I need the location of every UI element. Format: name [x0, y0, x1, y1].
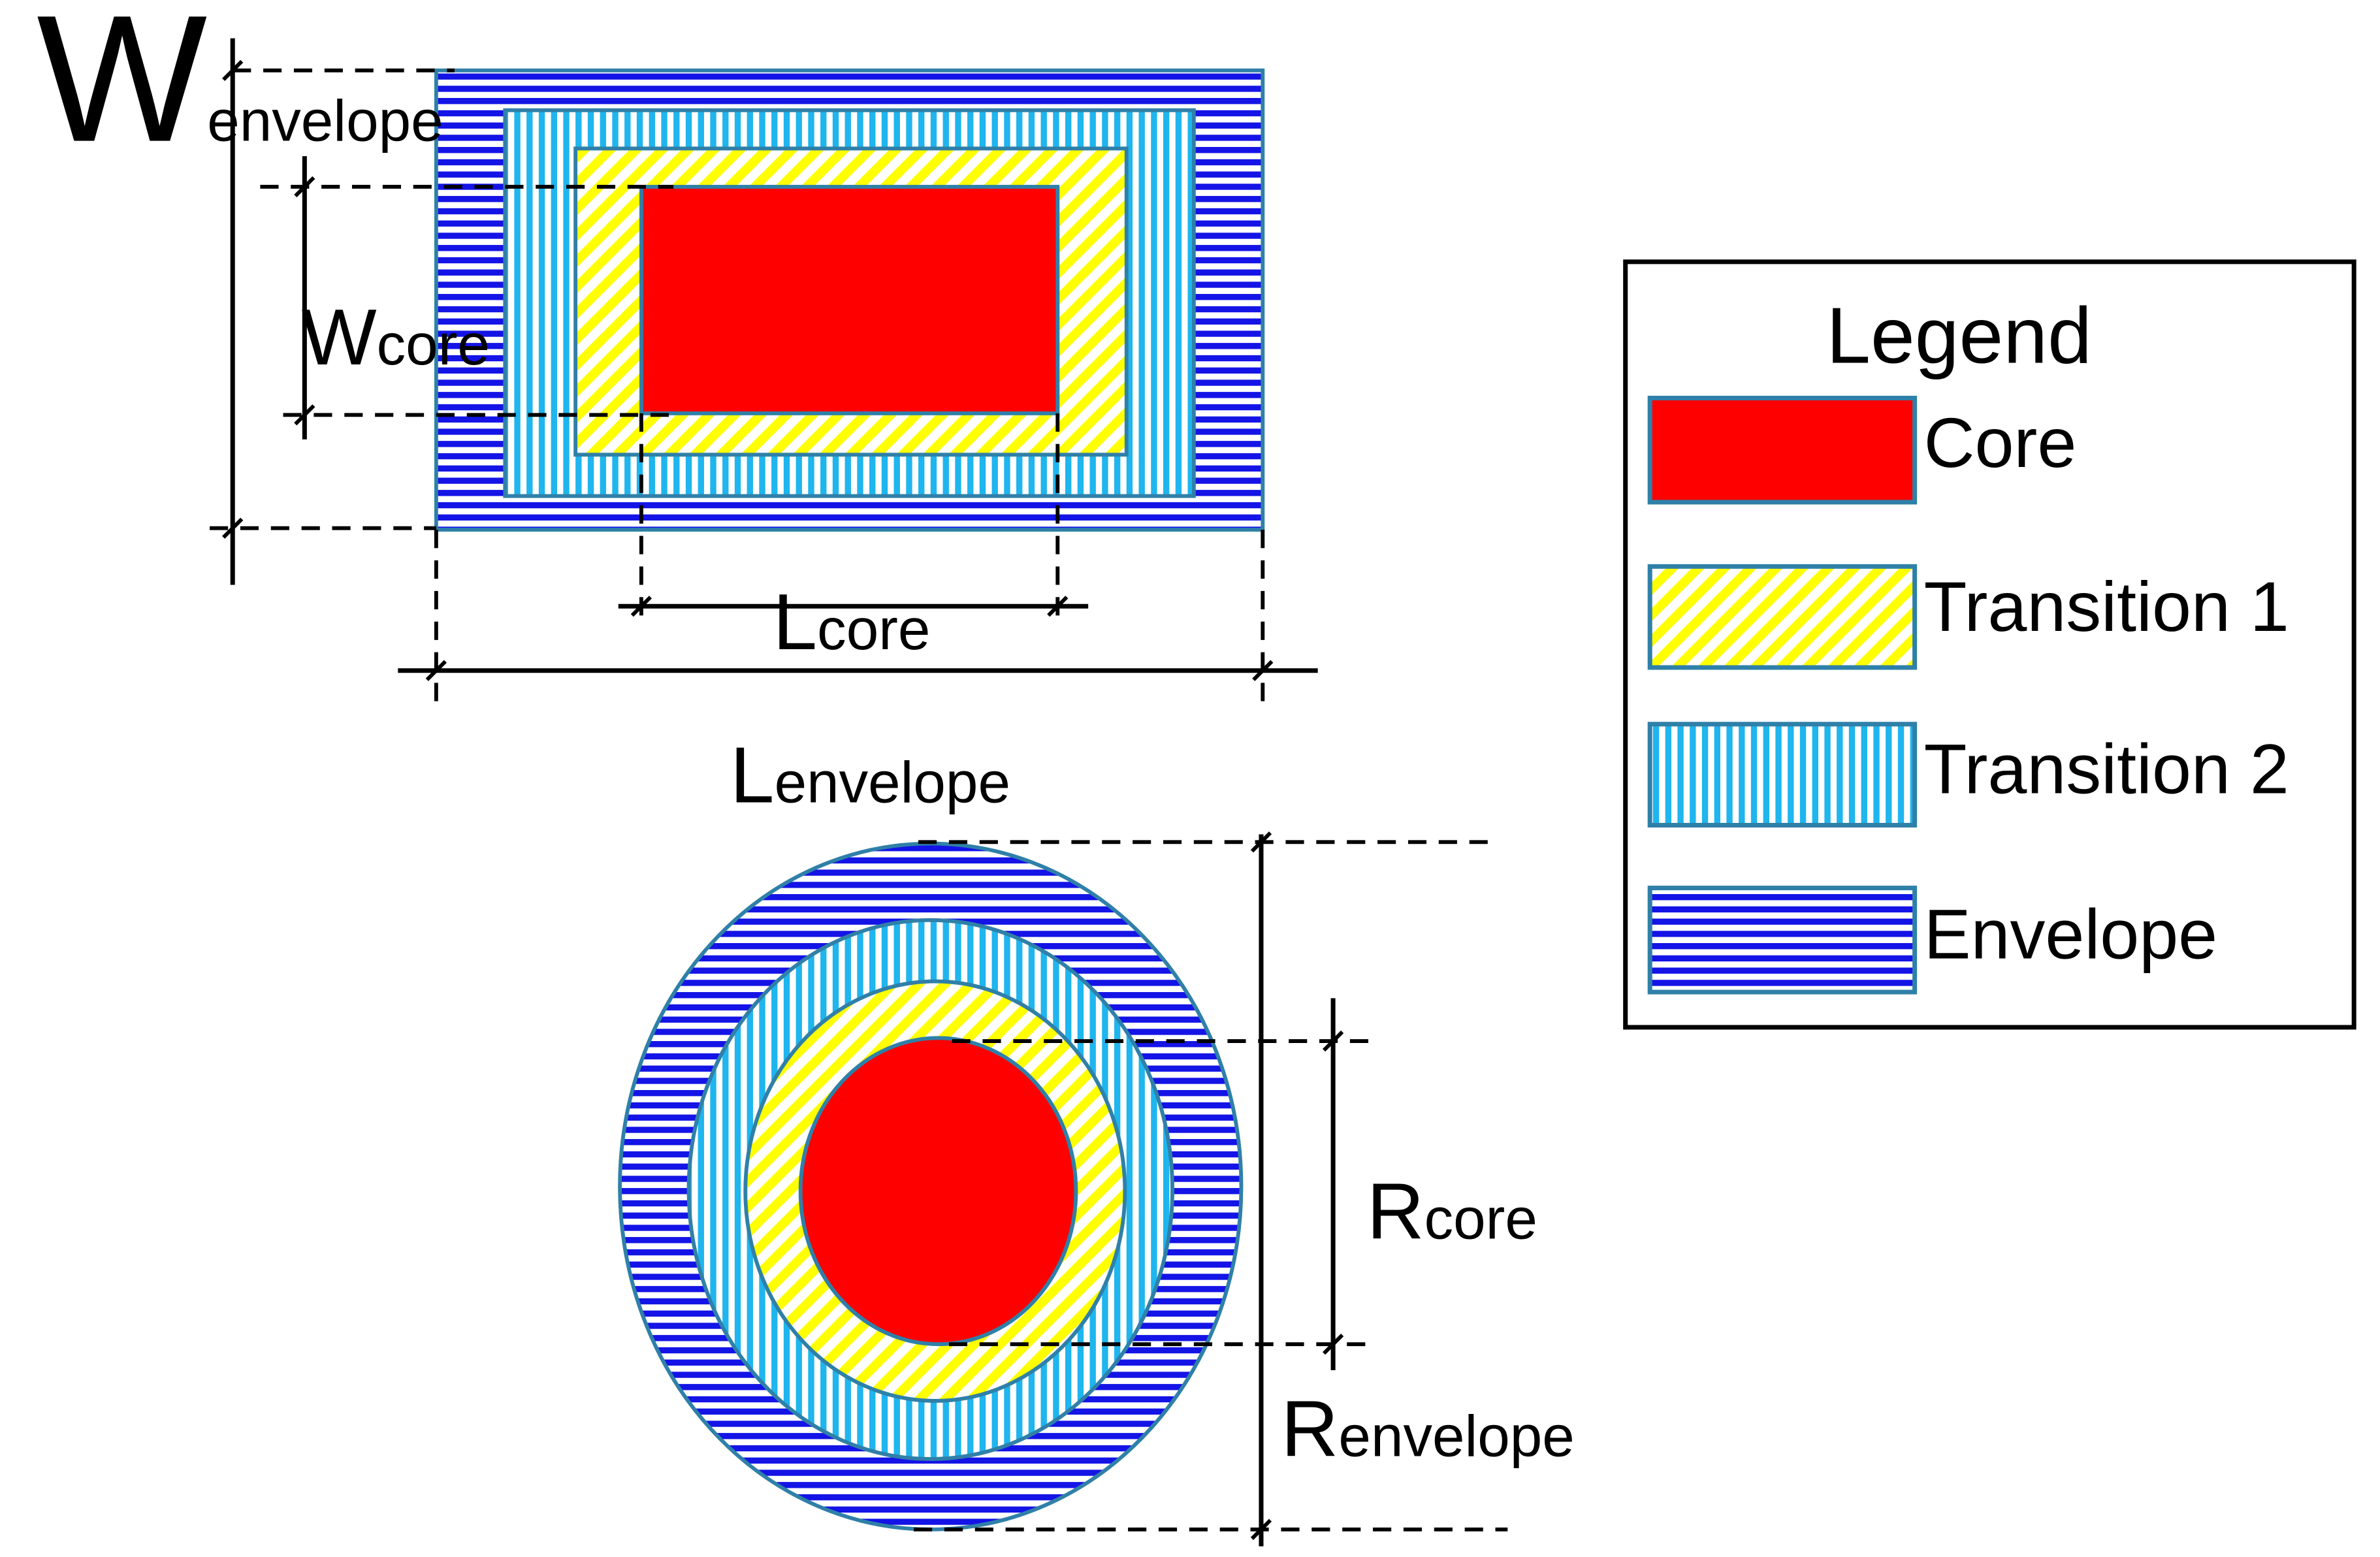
legend-label-envelope: Envelope	[1924, 894, 2217, 973]
legend: Legend Core Transition 1 Transition 2 En…	[1623, 259, 2356, 1030]
w-core-label: Wcore	[302, 293, 490, 381]
w-envelope-label: Wenvelope	[37, 0, 443, 180]
legend-item-transition-1: Transition 1	[1647, 564, 2289, 670]
w-envelope-main: W	[37, 0, 209, 180]
rect-core	[639, 185, 1060, 415]
legend-label-core: Core	[1924, 403, 2077, 482]
legend-item-transition-2: Transition 2	[1647, 722, 2289, 828]
legend-label-transition-2: Transition 2	[1924, 729, 2289, 808]
legend-swatch-core	[1647, 395, 1918, 505]
legend-swatch-envelope	[1647, 886, 1918, 995]
r-envelope-main: R	[1281, 1384, 1338, 1473]
legend-swatch-transition-1	[1647, 564, 1918, 670]
l-envelope-main: L	[730, 730, 775, 819]
legend-title: Legend	[1826, 291, 2092, 380]
legend-label-transition-1: Transition 1	[1924, 567, 2289, 646]
r-core-main: R	[1367, 1166, 1424, 1255]
r-envelope-label: Renvelope	[1281, 1384, 1574, 1473]
w-envelope-sub: envelope	[207, 88, 443, 153]
l-core-sub: core	[817, 596, 930, 662]
r-core-sub: core	[1424, 1185, 1537, 1251]
legend-swatch-transition-2	[1647, 722, 1918, 828]
l-core-label: Lcore	[773, 577, 930, 666]
circular-section	[618, 841, 1244, 1532]
r-core-label: Rcore	[1367, 1166, 1537, 1255]
legend-item-core: Core	[1647, 395, 2077, 505]
rect-dimension-lines	[210, 38, 1318, 707]
l-envelope-sub: envelope	[775, 749, 1010, 814]
legend-item-envelope: Envelope	[1647, 886, 2217, 995]
l-envelope-label: Lenvelope	[730, 730, 1010, 819]
circle-core	[798, 1036, 1078, 1347]
w-core-sub: core	[377, 312, 490, 377]
w-core-main: W	[302, 293, 377, 381]
circle-dimension-lines	[914, 831, 1508, 1547]
r-envelope-sub: envelope	[1338, 1403, 1574, 1468]
l-core-main: L	[773, 577, 817, 666]
rectangular-section	[434, 68, 1265, 532]
